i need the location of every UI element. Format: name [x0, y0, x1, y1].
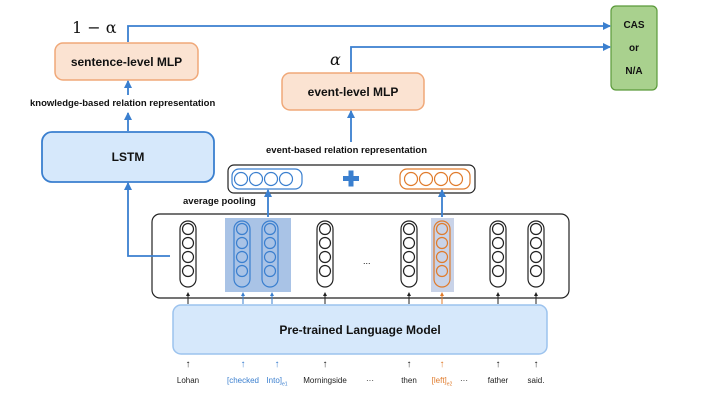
plm-box	[172, 304, 548, 355]
token-up-arrow: ↑	[439, 359, 445, 370]
output-label: CAS or N/A	[611, 6, 657, 90]
token-column	[527, 220, 545, 288]
encodings-to-lstm-arrow	[124, 182, 170, 257]
input-token: then	[401, 376, 417, 385]
input-token: Morningside	[303, 376, 347, 385]
knowledge-rel-label: knowledge-based relation representation	[30, 98, 216, 109]
input-token: [left]e2	[431, 376, 453, 388]
input-token: [checked	[226, 376, 260, 385]
event-rel-label: event-based relation representation	[266, 145, 428, 156]
plm-label: Pre-trained Language Model	[279, 322, 441, 337]
token-up-arrow: ↑	[185, 359, 191, 370]
token-column	[233, 220, 251, 288]
token-column	[261, 220, 279, 288]
avg-pooling-label: average pooling	[183, 196, 256, 207]
input-token: Into]e1	[266, 376, 288, 388]
input-token: said.	[527, 376, 545, 385]
input-token: Lohan	[176, 376, 200, 385]
event-to-output-arrow	[350, 43, 611, 72]
input-token: ···	[460, 376, 468, 385]
output-cas: CAS	[623, 19, 645, 31]
token-up-arrow: ↑	[495, 359, 501, 370]
one-minus-alpha-label: 1 − α	[72, 18, 117, 37]
token-column	[433, 220, 451, 288]
sentence-mlp-label: sentence-level MLP	[70, 54, 183, 69]
event-mlp-label: event-level MLP	[307, 84, 399, 99]
sentence-to-output-arrow	[127, 22, 611, 42]
token-up-arrow: ↑	[274, 359, 280, 370]
token-up-arrow: ↑	[533, 359, 539, 370]
token-column	[179, 220, 197, 288]
output-na: N/A	[625, 65, 643, 77]
input-token: ···	[366, 376, 374, 385]
token-up-arrow: ↑	[240, 359, 246, 370]
lstm-label: LSTM	[111, 150, 145, 164]
output-or: or	[629, 42, 639, 54]
output-box	[610, 5, 658, 91]
token-up-arrow: ↑	[406, 359, 412, 370]
token-column	[316, 220, 334, 288]
token-columns	[179, 220, 545, 288]
token-up-arrow: ↑	[322, 359, 328, 370]
mid-ellipsis: ...	[363, 256, 371, 266]
token-column	[400, 220, 418, 288]
token-column	[489, 220, 507, 288]
alpha-label: α	[330, 50, 341, 69]
input-token: father	[487, 376, 509, 385]
